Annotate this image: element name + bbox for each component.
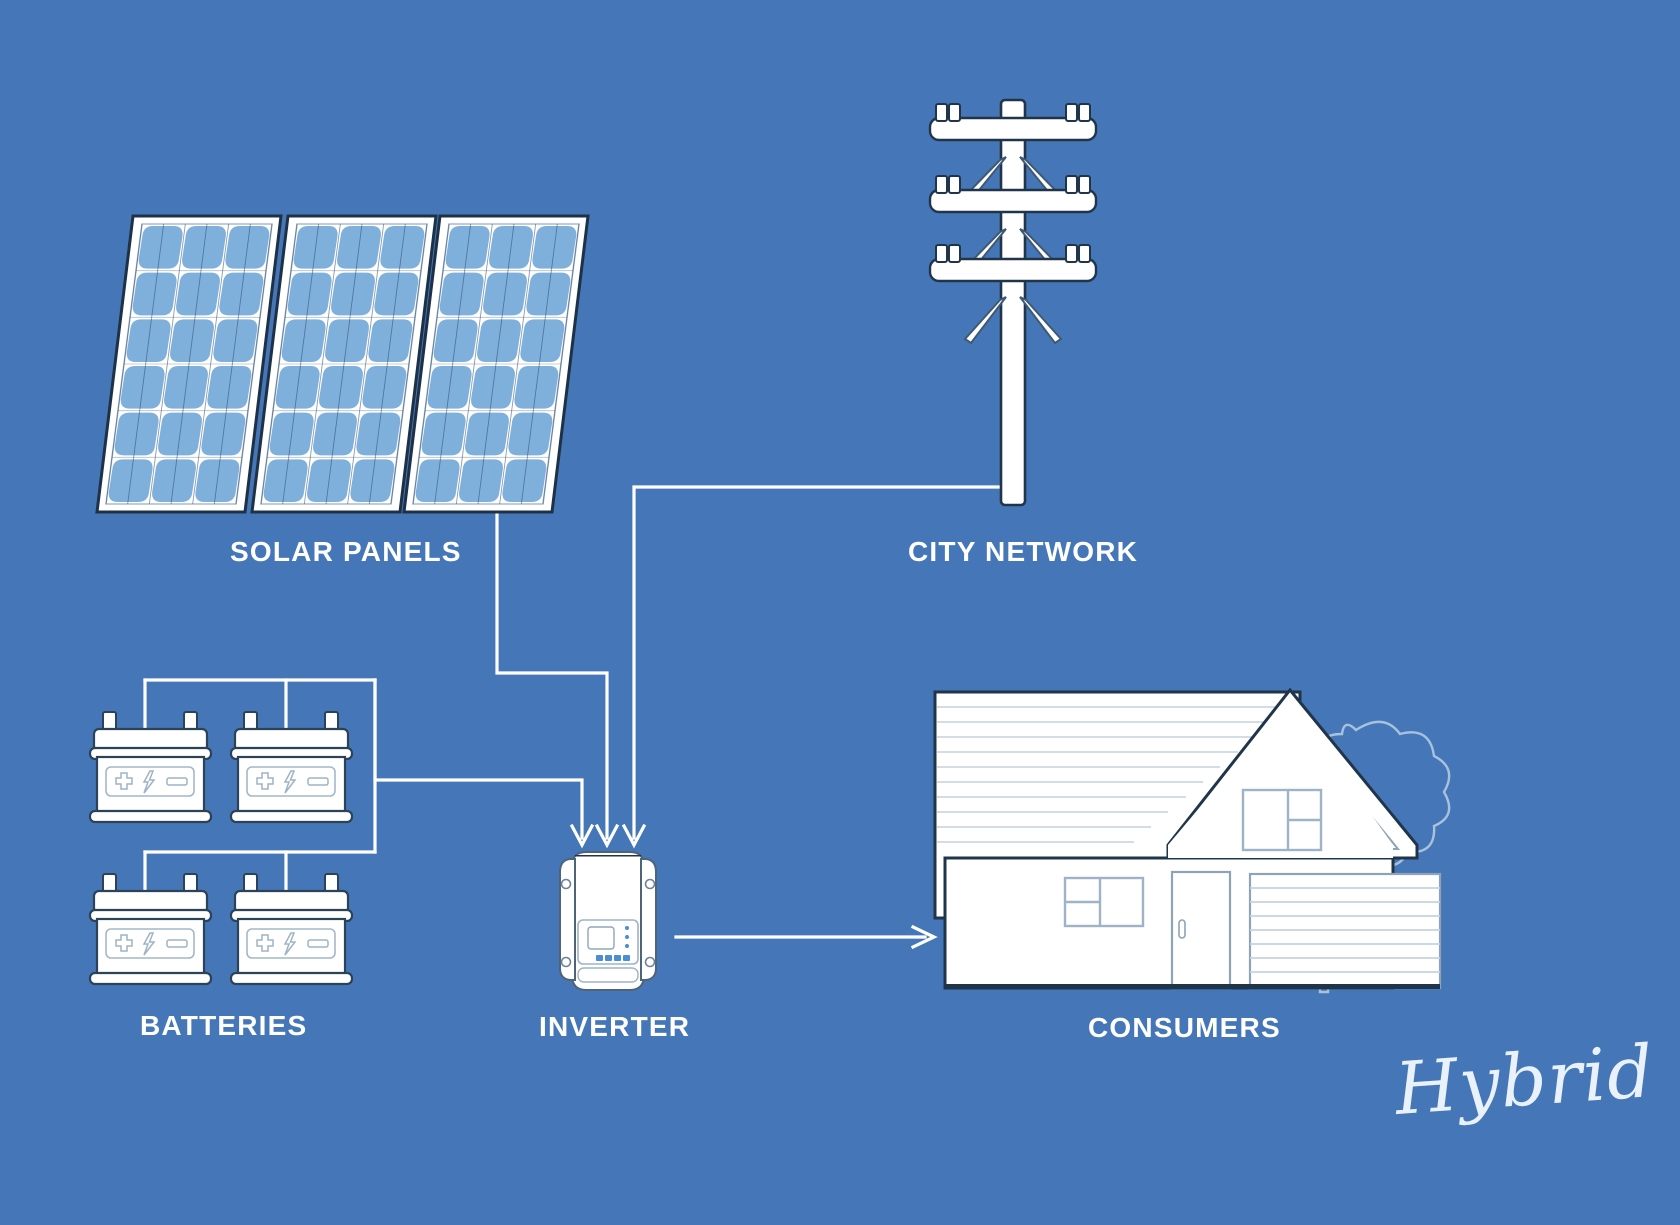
panel-busbar xyxy=(499,223,537,505)
pole-insulators xyxy=(935,103,1091,263)
battery-bolt-icon xyxy=(283,932,297,956)
label-city-network: CITY NETWORK xyxy=(908,536,1139,567)
panel-busbar xyxy=(520,223,558,505)
battery-minus-icon xyxy=(166,939,188,948)
connection-lines xyxy=(143,485,1014,939)
panel-busbar xyxy=(282,223,320,505)
arrowhead-solar xyxy=(569,823,595,849)
battery-foot xyxy=(229,971,354,986)
arrowhead-consumers xyxy=(910,924,938,950)
batteries-group[interactable] xyxy=(88,711,354,986)
battery-plus-icon xyxy=(115,772,133,790)
label-solar-panels: SOLAR PANELS xyxy=(230,536,462,567)
house-window-upper xyxy=(1241,788,1323,852)
consumers-house[interactable] xyxy=(933,687,1451,994)
label-inverter: INVERTER xyxy=(539,1011,691,1042)
arrowhead-city xyxy=(621,823,647,849)
label-consumers: CONSUMERS xyxy=(1088,1012,1281,1043)
panel-busbar xyxy=(148,223,186,505)
panel-busbar xyxy=(235,223,273,505)
inverter[interactable] xyxy=(559,851,657,991)
battery-minus-icon xyxy=(166,777,188,786)
battery-1[interactable] xyxy=(88,711,213,824)
connection-arrowheads xyxy=(569,823,938,950)
battery-minus-icon xyxy=(307,777,329,786)
city-network-pole[interactable] xyxy=(928,98,1098,507)
solar-panels-group[interactable] xyxy=(95,214,590,514)
label-batteries: BATTERIES xyxy=(140,1010,308,1041)
panel-busbar xyxy=(192,223,230,505)
line-solar-to-inverter xyxy=(495,510,609,840)
panel-busbar xyxy=(368,223,406,505)
arrowhead-batteries xyxy=(594,823,620,849)
line-batteries-to-inverter xyxy=(373,678,584,840)
battery-foot xyxy=(88,809,213,824)
battery-foot xyxy=(229,809,354,824)
panel-busbar xyxy=(434,223,472,505)
solar-panel-1[interactable] xyxy=(95,214,283,514)
panel-busbar xyxy=(390,223,428,505)
panel-busbar xyxy=(213,223,251,505)
panel-busbar xyxy=(347,223,385,505)
battery-2[interactable] xyxy=(229,711,354,824)
battery-bolt-icon xyxy=(142,770,156,794)
panel-busbar xyxy=(477,223,515,505)
panel-busbar xyxy=(455,223,493,505)
house-garage-door xyxy=(1248,872,1442,990)
panel-busbar xyxy=(325,223,363,505)
house-window-lower xyxy=(1063,876,1145,928)
battery-4[interactable] xyxy=(229,873,354,986)
battery-minus-icon xyxy=(307,939,329,948)
line-city-to-inverter xyxy=(632,485,1014,840)
battery-bolt-icon xyxy=(283,770,297,794)
battery-plus-icon xyxy=(256,772,274,790)
battery-plus-icon xyxy=(256,934,274,952)
panel-busbar xyxy=(260,223,298,505)
panel-busbar xyxy=(105,223,143,505)
battery-plus-icon xyxy=(115,934,133,952)
panel-busbar xyxy=(542,223,580,505)
panel-busbar xyxy=(303,223,341,505)
panel-busbar xyxy=(127,223,165,505)
house-front-door xyxy=(1170,870,1232,990)
pole-crossarms xyxy=(928,116,1098,283)
solar-panel-3[interactable] xyxy=(402,214,590,514)
battery-foot xyxy=(88,971,213,986)
solar-panel-2[interactable] xyxy=(250,214,438,514)
panel-busbar xyxy=(412,223,450,505)
battery-bolt-icon xyxy=(142,932,156,956)
panel-busbar xyxy=(170,223,208,505)
battery-3[interactable] xyxy=(88,873,213,986)
